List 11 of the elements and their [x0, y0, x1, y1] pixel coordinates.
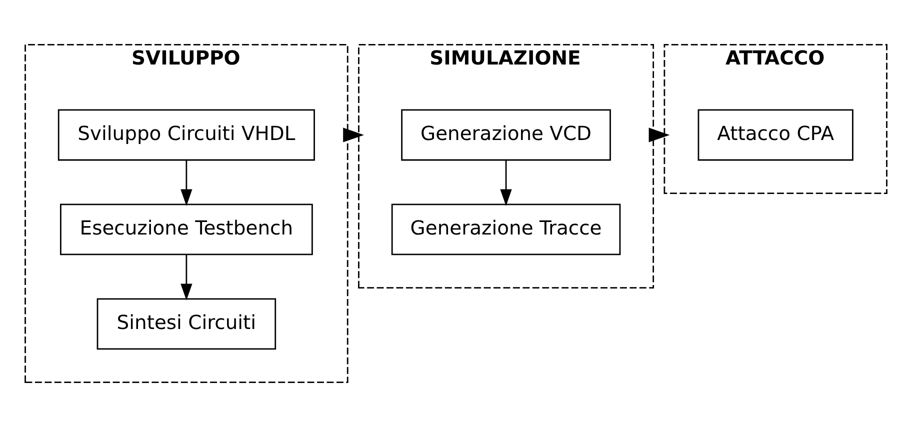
node-box: Attacco CPA [698, 109, 854, 161]
arrow [648, 128, 670, 142]
arrow [180, 160, 192, 206]
arrow [180, 254, 192, 300]
arrow [343, 128, 364, 142]
node-box: Esecuzione Testbench [60, 204, 313, 256]
node-box: Sintesi Circuiti [96, 298, 276, 350]
node-box: Sviluppo Circuiti VHDL [58, 109, 315, 161]
node-box: Generazione Tracce [391, 204, 621, 256]
arrow [500, 160, 512, 206]
node-box: Generazione VCD [401, 109, 611, 161]
